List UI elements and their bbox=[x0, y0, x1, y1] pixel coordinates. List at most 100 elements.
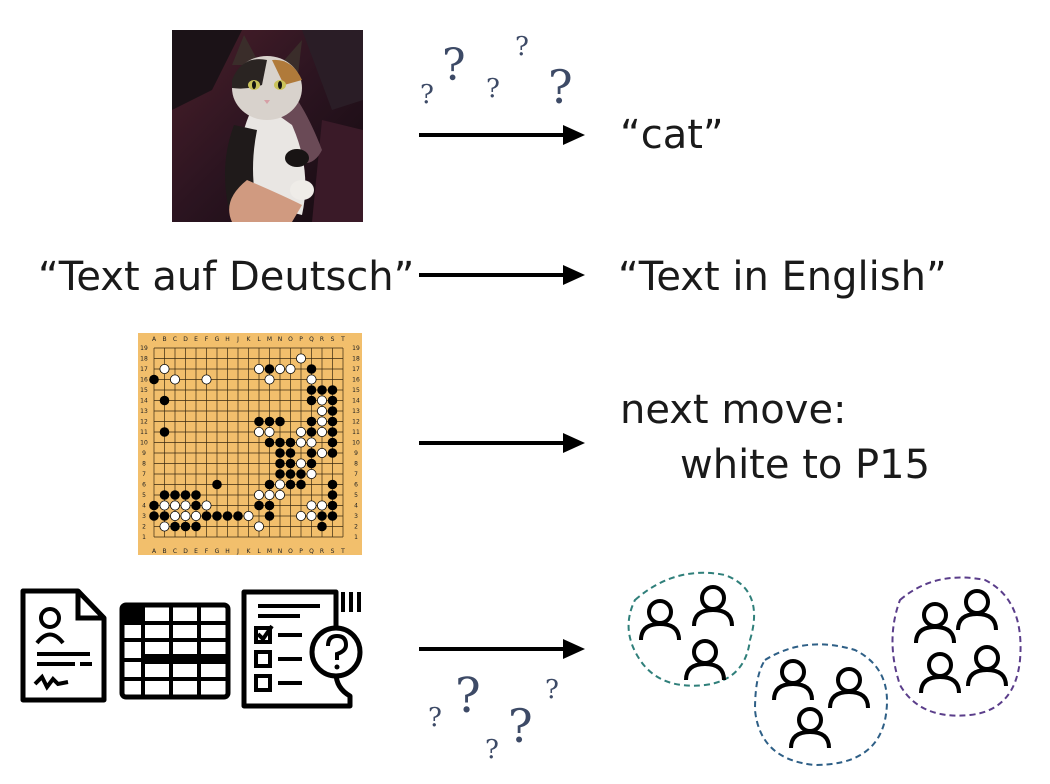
black-stone bbox=[327, 385, 338, 395]
board-column-label: O bbox=[288, 336, 293, 343]
board-row-label: 12 bbox=[140, 419, 148, 426]
white-stone bbox=[254, 521, 265, 532]
black-stone bbox=[264, 437, 275, 448]
board-column-label: P bbox=[299, 336, 303, 343]
black-stone bbox=[327, 448, 338, 458]
translation-output: “Text in English” bbox=[618, 254, 947, 300]
white-stone bbox=[191, 510, 202, 521]
white-stone bbox=[295, 458, 306, 469]
board-row-label: 17 bbox=[352, 366, 360, 373]
black-stone bbox=[296, 469, 306, 479]
white-stone bbox=[254, 427, 265, 438]
black-stone bbox=[306, 395, 317, 406]
white-stone bbox=[295, 427, 306, 438]
board-column-label: F bbox=[205, 336, 209, 343]
board-row-label: 16 bbox=[352, 377, 360, 384]
black-stone bbox=[317, 511, 327, 521]
black-stone bbox=[306, 427, 317, 437]
board-column-label: B bbox=[162, 336, 166, 343]
black-stone bbox=[327, 479, 338, 490]
person-icon bbox=[956, 589, 998, 632]
white-stone bbox=[316, 406, 327, 417]
board-column-label: G bbox=[215, 548, 220, 555]
black-stone bbox=[191, 500, 201, 511]
black-stone bbox=[149, 511, 159, 521]
black-stone bbox=[180, 521, 191, 532]
board-row-label: 5 bbox=[354, 492, 358, 499]
white-stone bbox=[159, 500, 170, 511]
board-column-label: Q bbox=[309, 548, 314, 555]
board-row-label: 7 bbox=[142, 471, 146, 478]
white-stone bbox=[306, 500, 317, 511]
board-row-label: 11 bbox=[140, 429, 148, 436]
black-stone bbox=[306, 448, 317, 458]
board-column-label: J bbox=[236, 548, 239, 555]
white-stone bbox=[295, 353, 306, 364]
white-stone bbox=[306, 374, 317, 385]
black-stone bbox=[264, 416, 275, 427]
board-column-label: R bbox=[320, 336, 324, 343]
board-column-label: D bbox=[183, 548, 188, 555]
black-stone bbox=[233, 511, 243, 521]
go-board: AABBCCDDEEFFGGHHJJKKLLMMNNOOPPQQRRSSTT19… bbox=[138, 333, 362, 555]
black-stone bbox=[201, 511, 212, 521]
white-stone bbox=[274, 479, 285, 490]
person-icon bbox=[639, 599, 681, 642]
white-stone bbox=[159, 521, 170, 532]
black-stone bbox=[327, 406, 338, 416]
arrow-clustering bbox=[419, 639, 585, 659]
board-column-label: K bbox=[247, 548, 252, 555]
board-column-label: S bbox=[331, 548, 335, 555]
black-stone bbox=[306, 458, 317, 469]
white-stone bbox=[316, 427, 327, 438]
board-row-label: 2 bbox=[142, 524, 146, 531]
black-stone bbox=[149, 500, 159, 511]
board-column-label: E bbox=[194, 548, 198, 555]
black-stone bbox=[254, 500, 264, 511]
black-stone bbox=[191, 521, 201, 532]
board-column-label: P bbox=[299, 548, 303, 555]
black-stone bbox=[327, 395, 338, 406]
board-row-label: 13 bbox=[352, 408, 360, 415]
board-column-label: T bbox=[340, 548, 345, 555]
board-column-label: N bbox=[278, 548, 283, 555]
board-row-label: 5 bbox=[142, 492, 146, 499]
person-icon bbox=[772, 659, 814, 702]
white-stone bbox=[264, 427, 275, 438]
question-mark-icon: ? bbox=[508, 699, 533, 753]
board-column-label: S bbox=[331, 336, 335, 343]
black-stone bbox=[275, 469, 285, 479]
black-stone bbox=[159, 395, 170, 406]
board-column-label: G bbox=[215, 336, 220, 343]
board-row-label: 6 bbox=[354, 482, 358, 489]
arrow-classification bbox=[419, 125, 585, 145]
board-column-label: C bbox=[173, 548, 177, 555]
board-row-label: 6 bbox=[142, 482, 146, 489]
white-stone bbox=[170, 374, 181, 385]
board-column-label: D bbox=[183, 336, 188, 343]
board-row-label: 3 bbox=[354, 513, 358, 520]
board-column-label: L bbox=[257, 548, 261, 555]
spreadsheet-icon bbox=[119, 602, 231, 700]
white-stone bbox=[243, 510, 254, 521]
black-stone bbox=[264, 500, 275, 511]
white-stone bbox=[254, 363, 265, 374]
board-row-label: 15 bbox=[352, 387, 360, 394]
black-stone bbox=[222, 511, 233, 521]
person-icon bbox=[914, 602, 956, 645]
board-row-label: 4 bbox=[354, 503, 358, 510]
black-stone bbox=[317, 385, 327, 395]
question-mark-icon: ? bbox=[442, 40, 466, 91]
board-row-label: 2 bbox=[354, 524, 358, 531]
black-stone bbox=[327, 490, 338, 500]
board-row-label: 7 bbox=[354, 471, 358, 478]
board-row-label: 1 bbox=[142, 534, 146, 541]
white-stone bbox=[316, 395, 327, 406]
black-stone bbox=[285, 469, 296, 479]
classification-output: “cat” bbox=[620, 112, 724, 158]
black-stone bbox=[170, 490, 180, 500]
clusters-diagram bbox=[627, 571, 1022, 767]
board-column-label: R bbox=[320, 548, 324, 555]
go-output-line2: white to P15 bbox=[680, 442, 931, 488]
black-stone bbox=[264, 479, 275, 490]
